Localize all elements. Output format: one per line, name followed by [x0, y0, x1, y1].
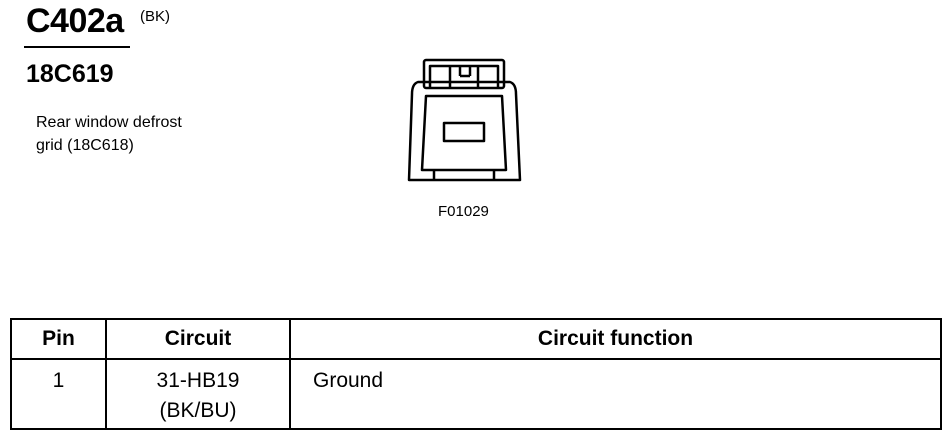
- figure-id: F01029: [438, 203, 489, 220]
- description-line-2: grid (18C618): [36, 137, 134, 154]
- part-number: 18C619: [26, 60, 114, 88]
- cell-circuit-function: Ground: [289, 358, 942, 430]
- connector-face-drawing: [407, 58, 522, 182]
- cell-circuit: 31-HB19 (BK/BU): [105, 358, 291, 430]
- header-pin: Pin: [10, 318, 107, 360]
- header-circuit: Circuit: [105, 318, 291, 360]
- header-circuit-function: Circuit function: [289, 318, 942, 360]
- connector-id: C402a: [26, 2, 124, 40]
- circuit-number: 31-HB19: [156, 369, 240, 392]
- table-row: 1 31-HB19 (BK/BU) Ground: [10, 358, 942, 430]
- cell-pin: 1: [10, 358, 107, 430]
- color-code: (BK): [140, 8, 170, 25]
- table-header-row: Pin Circuit Circuit function: [10, 318, 942, 360]
- pin-table: Pin Circuit Circuit function 1 31-HB19 (…: [10, 318, 942, 430]
- description-line-1: Rear window defrost: [36, 114, 182, 131]
- circuit-color: (BK/BU): [159, 399, 237, 422]
- title-underline: [24, 46, 130, 48]
